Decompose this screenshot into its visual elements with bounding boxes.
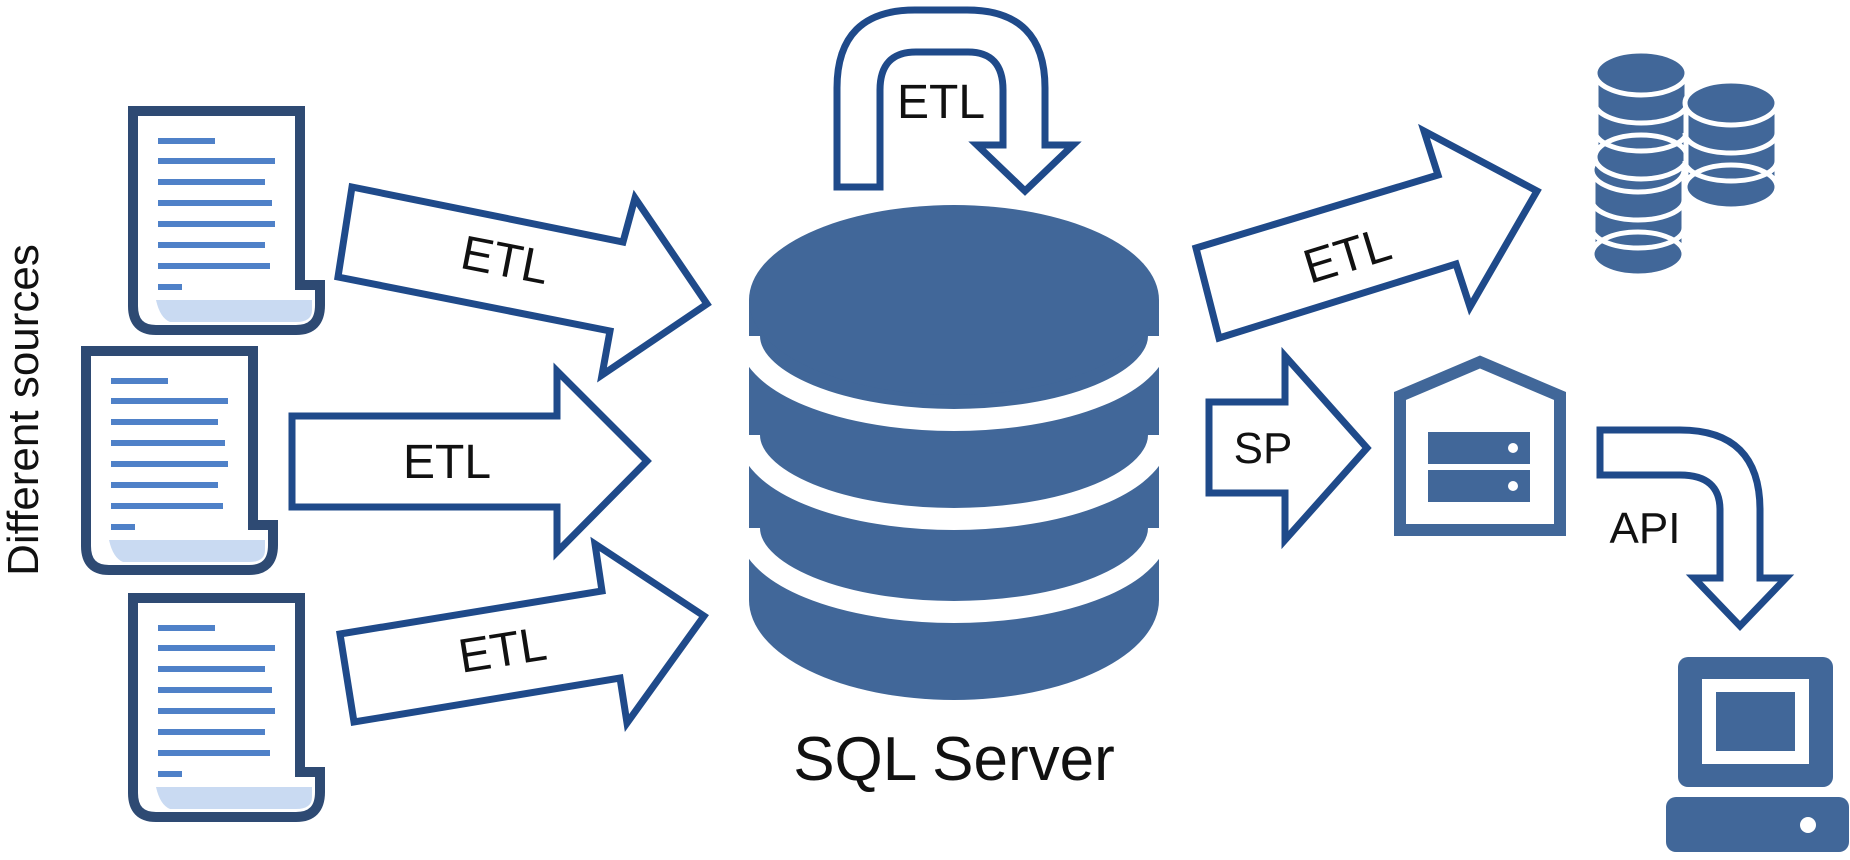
sp-arrow: SP (1205, 346, 1372, 550)
etl-loop-label: ETL (897, 76, 985, 129)
source-document-middle (81, 346, 278, 575)
source-document-bottom (128, 593, 325, 822)
document-icon (128, 593, 325, 822)
database-cluster-icon (1589, 48, 1780, 279)
api-arrow: API (1596, 426, 1795, 632)
etl-arrow-in-2: ETL (288, 362, 652, 561)
server-label: SQL Server (793, 725, 1115, 794)
document-icon (128, 106, 325, 335)
document-icon (81, 346, 278, 575)
sp-arrow-label: SP (1234, 424, 1293, 473)
sources-label: Different sources (0, 244, 48, 576)
etl-arrow-out: ETL (1191, 123, 1542, 343)
etl-arrow-in-3: ETL (335, 536, 709, 732)
server-icon (1394, 355, 1566, 536)
computer-icon (1666, 657, 1849, 852)
database-icon (738, 205, 1170, 700)
etl-arrow-in-2-label: ETL (403, 436, 491, 489)
source-document-top (128, 106, 325, 335)
etl-loop-arrow: ETL (833, 6, 1082, 196)
etl-arrow-in-1: ETL (334, 182, 712, 383)
api-arrow-label: API (1610, 504, 1681, 553)
